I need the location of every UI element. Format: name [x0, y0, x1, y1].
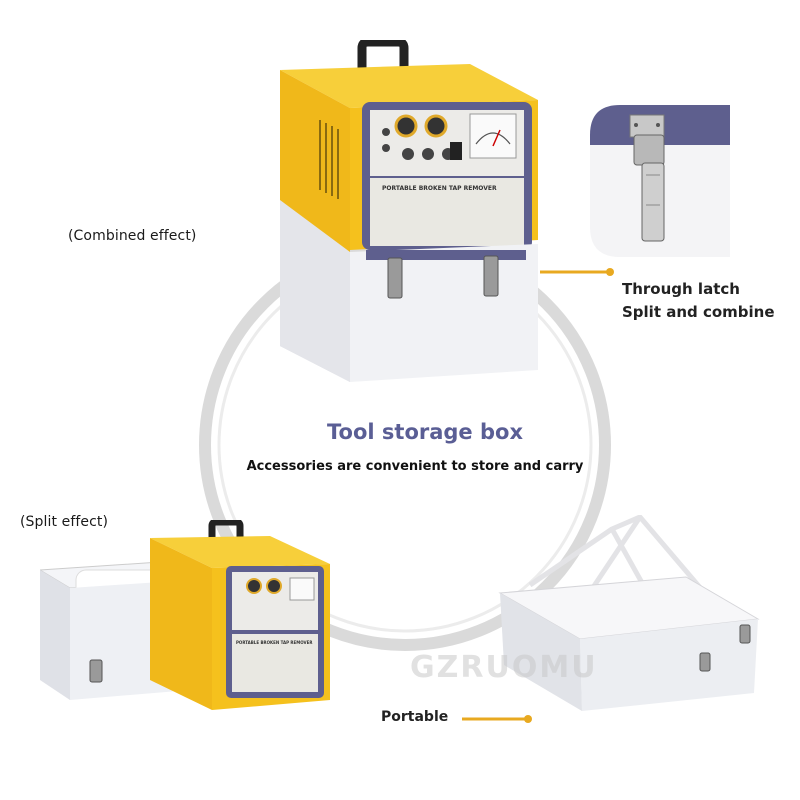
panel-label-small: PORTABLE BROKEN TAP REMOVER — [236, 640, 312, 645]
latch-line-1: Through latch — [622, 280, 740, 298]
portable-label: Portable — [381, 709, 449, 725]
latch-closeup-image — [590, 105, 730, 257]
portable-connector-dot — [524, 715, 532, 723]
latch-line-2: Split and combine — [622, 303, 775, 321]
watermark-text: GZRUOMU — [410, 650, 598, 685]
section-title: Tool storage box — [327, 420, 523, 444]
portable-box-image — [498, 515, 760, 711]
panel-label: PORTABLE BROKEN TAP REMOVER — [382, 185, 497, 192]
latch-description: Through latch Split and combine — [622, 278, 775, 324]
machine-split-image: PORTABLE BROKEN TAP REMOVER — [40, 520, 330, 710]
section-subtitle: Accessories are convenient to store and … — [246, 459, 584, 474]
latch-connector-dot — [606, 268, 614, 276]
combined-effect-label: (Combined effect) — [68, 228, 197, 244]
machine-combined-image: PORTABLE BROKEN TAP REMOVER — [280, 40, 538, 382]
split-effect-label: (Split effect) — [20, 514, 109, 530]
